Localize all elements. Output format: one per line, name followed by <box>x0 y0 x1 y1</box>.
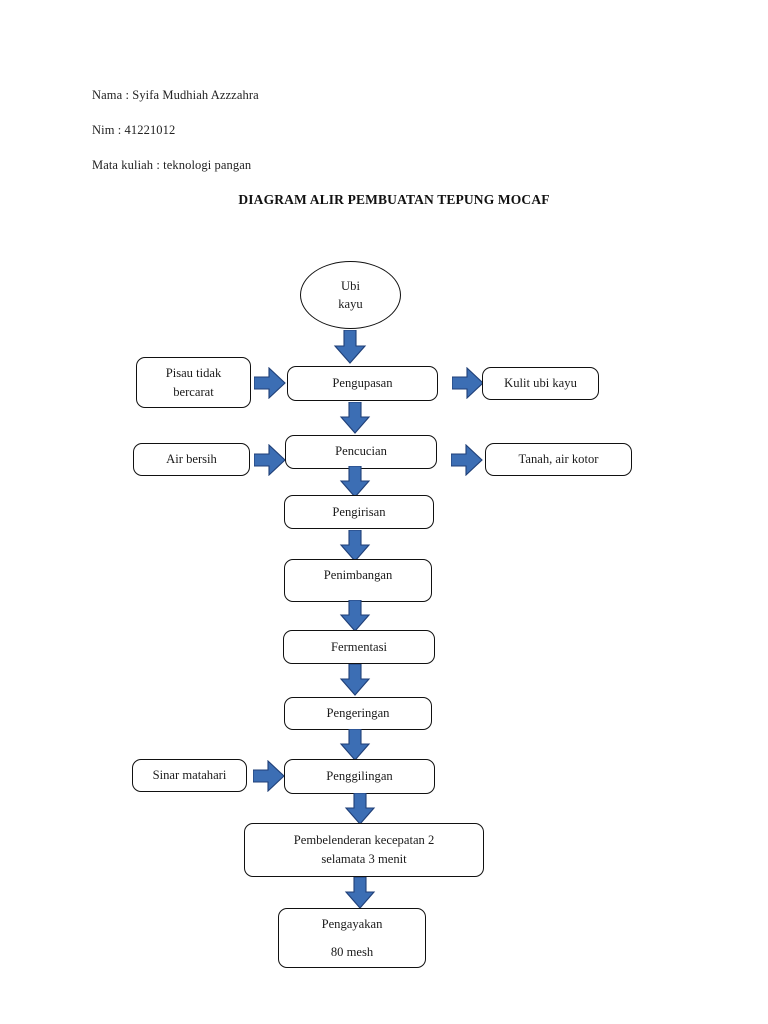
node-penimbangan: Penimbangan <box>284 559 432 602</box>
node-pengeringan: Pengeringan <box>284 697 432 730</box>
arrow-down-pencucian-to-pengirisan <box>339 466 371 498</box>
arrow-down-pengupasan-to-pencucian <box>339 402 371 434</box>
node-label: Fermentasi <box>331 639 387 654</box>
arrow-down-pengeringan-to-penggilingan <box>339 729 371 761</box>
arrow-down-ubi-to-pengupasan <box>333 330 367 364</box>
arrow-down-fermentasi-to-pengeringan <box>339 664 371 696</box>
node-label-line1: Pembelenderan kecepatan 2 <box>293 833 435 847</box>
node-label-line2: bercarat <box>173 384 214 399</box>
node-fermentasi: Fermentasi <box>283 630 435 664</box>
node-ubi-kayu: Ubi kayu <box>300 261 401 329</box>
arrow-right-pengupasan-to-kulit <box>452 367 484 399</box>
node-label-line1: Pisau tidak <box>165 365 222 380</box>
node-tanah-air-kotor: Tanah, air kotor <box>485 443 632 476</box>
node-label: Pengupasan <box>332 376 393 390</box>
node-kulit-ubi-kayu: Kulit ubi kayu <box>482 367 599 400</box>
node-label: Penimbangan <box>323 568 393 582</box>
node-label: Penggilingan <box>326 769 393 783</box>
node-sinar-matahari: Sinar matahari <box>132 759 247 792</box>
node-label: Pencucian <box>335 444 387 458</box>
arrow-right-pisau-to-pengupasan <box>254 367 286 399</box>
node-label-line1: Pengayakan <box>321 916 383 931</box>
node-label-line2: selamata 3 menit <box>321 852 407 866</box>
node-pengayakan: Pengayakan 80 mesh <box>278 908 426 968</box>
node-label: Pengeringan <box>326 706 390 720</box>
arrow-right-pencucian-to-tanah <box>451 444 483 476</box>
node-label: Air bersih <box>166 452 217 466</box>
node-air-bersih: Air bersih <box>133 443 250 476</box>
node-pencucian: Pencucian <box>285 435 437 469</box>
student-name-line: Nama : Syifa Mudhiah Azzzahra <box>92 88 259 102</box>
node-label-line2: 80 mesh <box>330 944 374 959</box>
arrow-right-sinar-to-penggilingan <box>253 760 285 792</box>
node-label: Pengirisan <box>332 504 386 519</box>
node-pembelenderan: Pembelenderan kecepatan 2 selamata 3 men… <box>244 823 484 877</box>
page-title: DIAGRAM ALIR PEMBUATAN TEPUNG MOCAF <box>238 192 550 207</box>
node-label: Kulit ubi kayu <box>504 376 577 390</box>
arrow-down-penggilingan-to-pembelenderan <box>344 793 376 825</box>
node-label-line1: Ubi <box>341 278 360 293</box>
node-label: Tanah, air kotor <box>518 452 599 466</box>
arrow-down-pengirisan-to-penimbangan <box>339 530 371 562</box>
node-pisau-tidak-bercarat: Pisau tidak bercarat <box>136 357 251 408</box>
student-id-line: Nim : 41221012 <box>92 123 176 137</box>
arrow-down-pembelenderan-to-pengayakan <box>344 877 376 909</box>
arrow-down-penimbangan-to-fermentasi <box>339 600 371 632</box>
node-label: Sinar matahari <box>152 768 227 782</box>
arrow-right-air-to-pencucian <box>254 444 286 476</box>
course-line: Mata kuliah : teknologi pangan <box>92 158 252 172</box>
node-penggilingan: Penggilingan <box>284 759 435 794</box>
node-pengirisan: Pengirisan <box>284 495 434 529</box>
node-label-line2: kayu <box>338 297 363 311</box>
node-pengupasan: Pengupasan <box>287 366 438 401</box>
